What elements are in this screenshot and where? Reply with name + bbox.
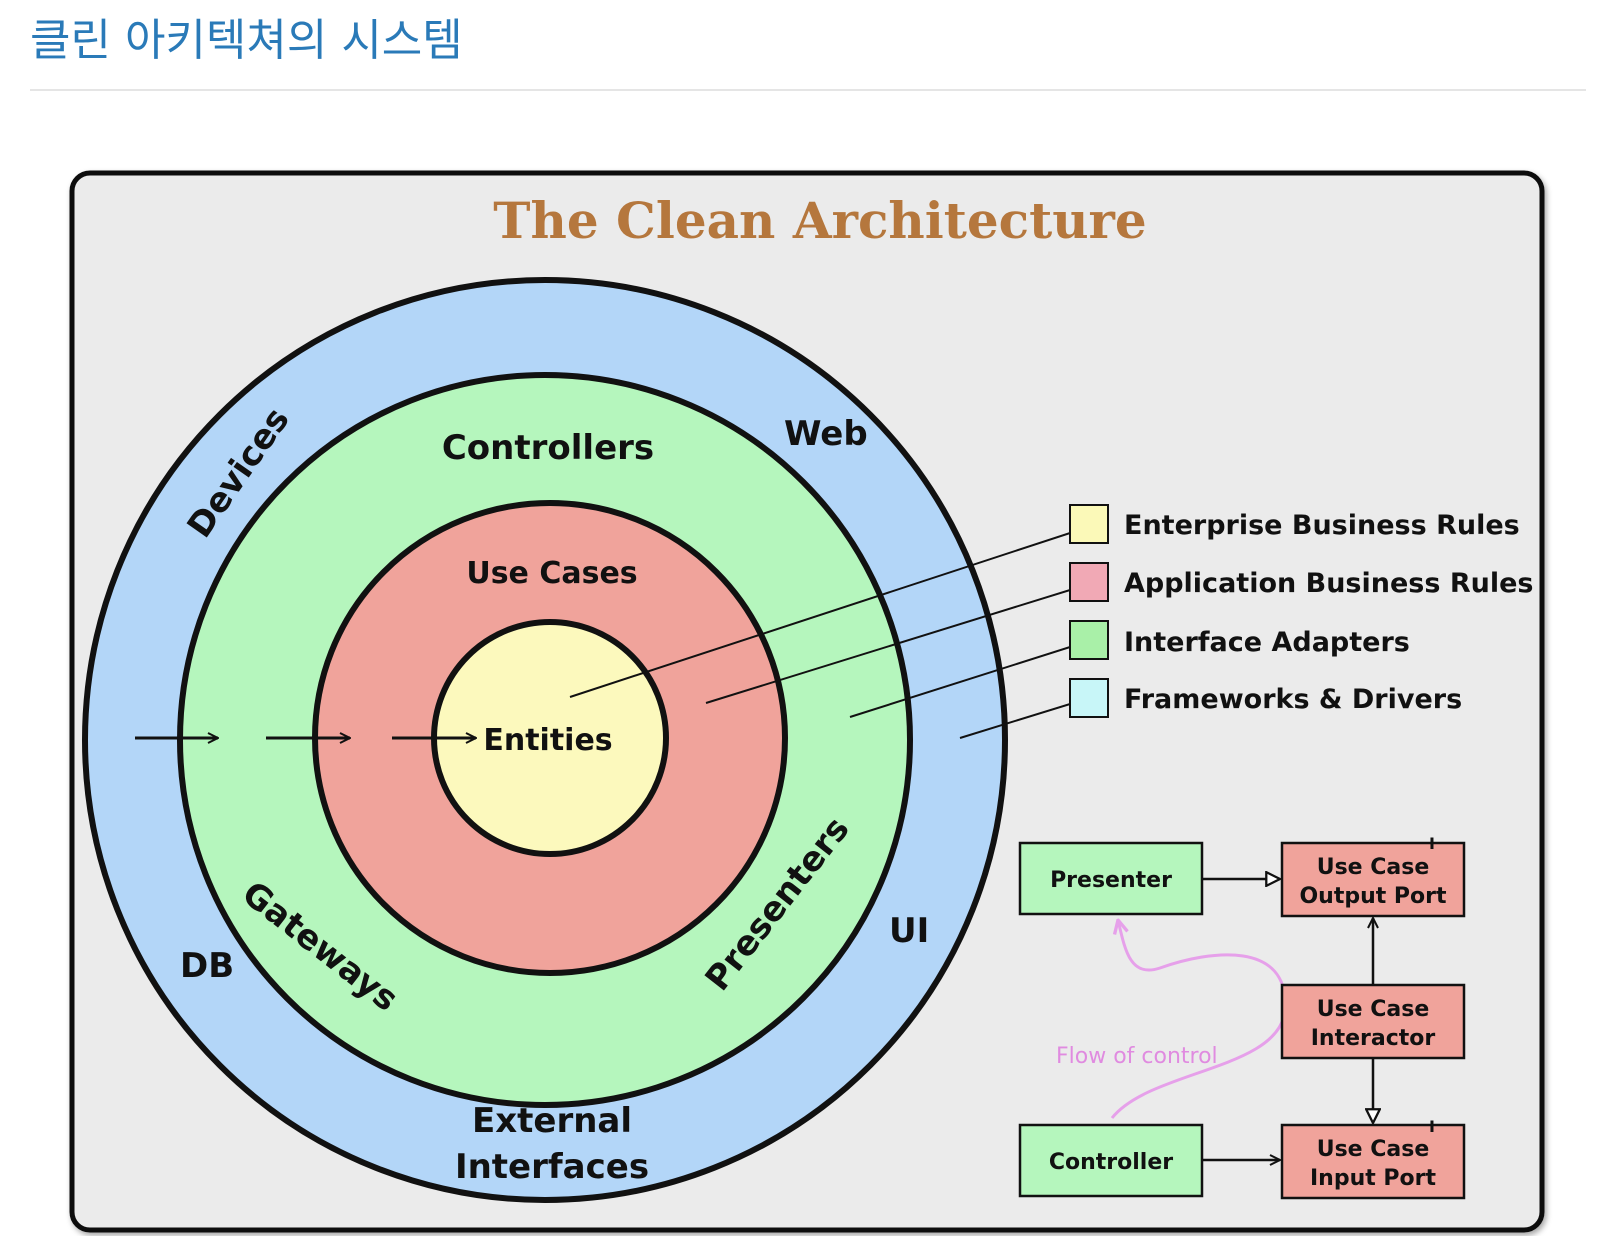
legend-label-application: Application Business Rules [1124,568,1533,599]
label-interfaces: Interfaces [455,1147,649,1187]
legend-label-adapters: Interface Adapters [1124,627,1410,658]
label-use-cases: Use Cases [466,556,637,591]
label-entities: Entities [483,723,612,758]
interactor-label-line1: Use Case [1317,997,1430,1022]
diagram-title: The Clean Architecture [493,191,1146,250]
page-title: 클린 아키텍쳐의 시스템 [30,15,463,66]
presenter-label: Presenter [1050,868,1172,893]
label-db: DB [180,946,234,986]
label-web: Web [784,414,868,454]
controller-label: Controller [1049,1150,1173,1175]
flow-of-control-label: Flow of control [1056,1044,1218,1069]
title-divider [30,89,1586,91]
output-port-interface-marker: I [1429,834,1435,853]
legend-label-frameworks: Frameworks & Drivers [1124,684,1462,715]
controller-box [1018,1123,1204,1198]
legend-swatch-adapters [1069,620,1109,660]
interactor-label-line2: Interactor [1311,1026,1436,1051]
input-port-label-line1: Use Case [1317,1137,1430,1162]
legend-swatch-application [1069,562,1109,602]
input-port-label-line2: Input Port [1310,1166,1437,1191]
legend-label-enterprise: Enterprise Business Rules [1124,510,1520,541]
label-external: External [472,1101,632,1141]
flow-of-control-curve [1110,920,1287,1119]
legend-swatch-enterprise [1069,504,1109,544]
label-ui: UI [889,911,929,951]
use-case-input-port-box [1280,1123,1466,1200]
label-controllers: Controllers [442,428,654,468]
output-port-label-line2: Output Port [1299,884,1447,909]
output-port-label-line1: Use Case [1317,855,1430,880]
use-case-output-port-box [1280,841,1466,918]
legend-swatch-frameworks [1069,678,1109,718]
input-port-interface-marker: I [1429,1117,1435,1136]
